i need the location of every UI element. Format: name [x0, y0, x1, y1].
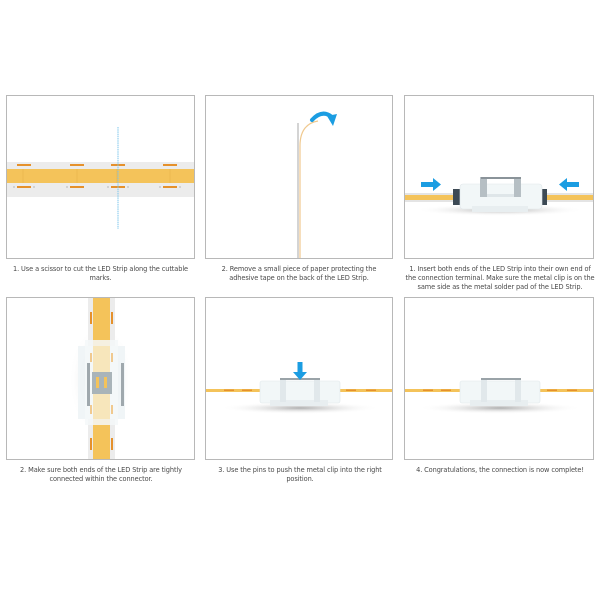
step-caption-insert: 1. Insert both ends of the LED Strip int… [405, 265, 595, 291]
connection-complete-illustration [405, 378, 593, 414]
step-panel-insert [404, 95, 594, 259]
step-panel-done [404, 297, 594, 460]
connector-icon [459, 177, 543, 212]
connector-shadow [418, 402, 582, 414]
connector-icon [459, 378, 541, 406]
step-caption-done: 4. Congratulations, the connection is no… [416, 466, 584, 474]
press-clip-illustration [206, 362, 392, 414]
connector-icon [259, 378, 341, 406]
led-strip-left [405, 195, 457, 200]
adhesive-paper [299, 120, 319, 258]
connector-shadow [220, 402, 380, 414]
arrow-right-icon [421, 178, 441, 191]
insert-strip-illustration [405, 177, 593, 216]
step-panel-cut [6, 95, 195, 259]
arrow-down-icon [293, 362, 307, 380]
led-strip-side [297, 123, 299, 258]
metal-clip [481, 177, 521, 179]
led-strip [7, 169, 194, 183]
step-caption-peel: 2. Remove a small piece of paper protect… [221, 265, 377, 282]
connector-top-view-icon [78, 340, 125, 425]
step-caption-check: 2. Make sure both ends of the LED Strip … [20, 466, 182, 483]
led-strip-cut-illustration [7, 127, 194, 229]
metal-clip [481, 378, 521, 380]
connector-top-view-illustration [69, 298, 133, 459]
strip-end-left [453, 189, 460, 205]
metal-clip [92, 372, 112, 394]
step-caption-press: 3. Use the pins to push the metal clip i… [218, 466, 382, 483]
step-caption-cut: 1. Use a scissor to cut the LED Strip al… [12, 265, 189, 282]
led-strip-right [543, 195, 593, 200]
step-panel-peel [205, 95, 393, 259]
step-panel-check [6, 297, 195, 460]
arrow-left-icon [559, 178, 579, 191]
strip-end-right [540, 189, 547, 205]
peel-tape-illustration [297, 111, 337, 258]
step-panel-press [205, 297, 393, 460]
